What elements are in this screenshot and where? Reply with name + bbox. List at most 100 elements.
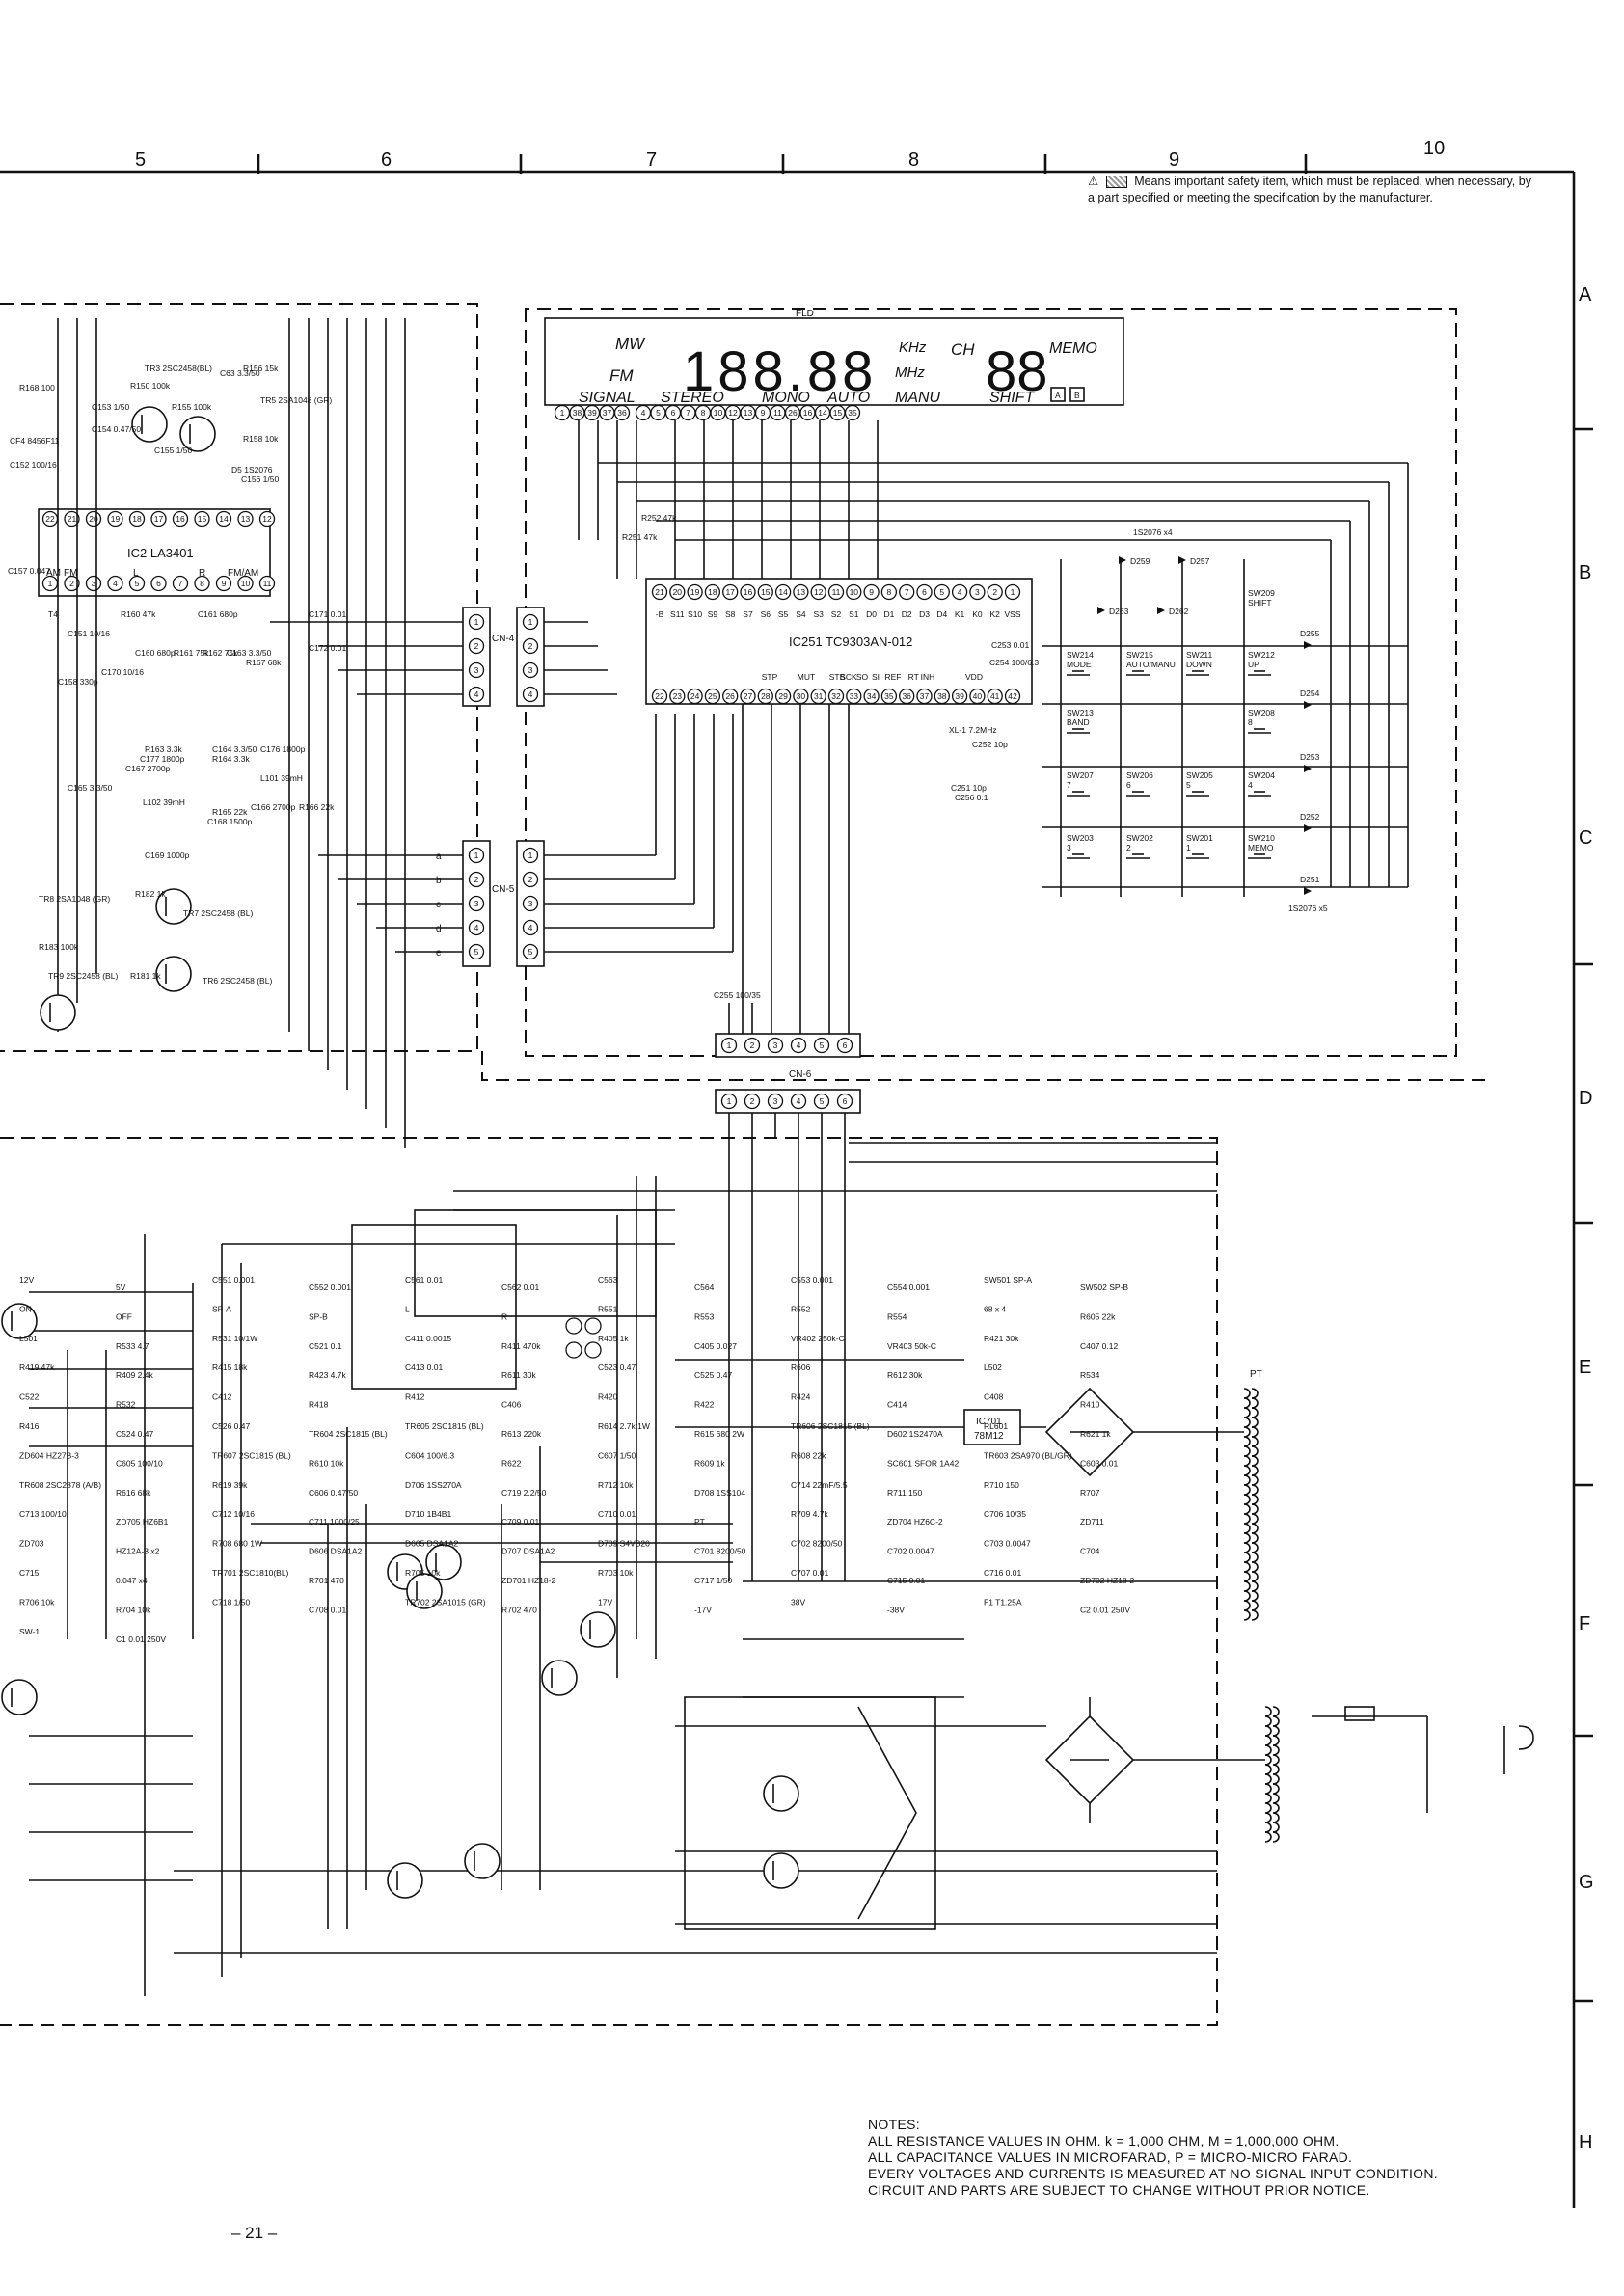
switch-name: 1	[1186, 843, 1191, 852]
pin-number: 4	[528, 689, 533, 699]
part-label: R168 100	[19, 383, 55, 392]
cn5-side-letter: a	[436, 851, 442, 862]
part-label: R165 22k	[212, 807, 248, 817]
pin-circle	[215, 575, 232, 592]
pin-circle	[522, 895, 539, 912]
coil-turn	[1272, 1754, 1280, 1766]
pin-circle	[172, 575, 189, 592]
row-label-b: B	[1579, 562, 1591, 583]
row-label-f: F	[1579, 1613, 1590, 1634]
part-label: C155 1/50	[154, 446, 192, 455]
part-label: C553 0.001	[791, 1275, 833, 1284]
part-label: R424	[791, 1392, 811, 1402]
part-label: R419 47k	[19, 1363, 55, 1372]
part-label: 68 x 4	[984, 1304, 1006, 1313]
part-label: C563	[598, 1275, 618, 1284]
part-label: SW501 SP-A	[984, 1275, 1032, 1284]
part-label: VR402 250k-C	[791, 1334, 845, 1343]
pin-circle	[522, 847, 539, 864]
pin-circle	[934, 583, 950, 601]
part-label: R611 30k	[501, 1370, 537, 1380]
cn5-side-letter: c	[436, 900, 441, 910]
ic2-r-label: R	[199, 568, 205, 579]
ic251-pin-label: K0	[972, 609, 983, 619]
part-label: D706 1SS270A	[405, 1480, 462, 1490]
diode-label: D253	[1300, 752, 1320, 762]
part-label: C412	[212, 1392, 232, 1402]
coil-turn	[1243, 1474, 1251, 1486]
coil-turn	[1251, 1436, 1259, 1447]
part-label: R150 100k	[130, 381, 171, 391]
ic251-tc9303an: IC251 TC9303AN-012 21-B20S1119S1018S917S…	[645, 578, 1033, 705]
ic2-am-label: AM	[46, 568, 61, 579]
diode-label: D257	[1190, 556, 1210, 566]
part-label: SW502 SP-B	[1080, 1283, 1128, 1292]
part-label: C702 8200/50	[791, 1539, 843, 1549]
pin-number: 10	[714, 408, 723, 418]
part-label: C706 10/35	[984, 1509, 1026, 1519]
part-label: R409 2.4k	[116, 1370, 153, 1380]
coil-turn	[1243, 1455, 1251, 1467]
pin-circle	[813, 1037, 830, 1054]
part-label: R709 4.7k	[791, 1509, 828, 1519]
pin-number: 22	[655, 691, 664, 701]
fld-shift: SHIFT	[989, 390, 1035, 406]
switch-ref: SW203	[1067, 833, 1094, 843]
coil-turn	[1251, 1552, 1259, 1563]
pin-circle	[669, 583, 686, 601]
part-label: D5 1S2076	[231, 465, 273, 474]
switch-name: 2	[1126, 843, 1131, 852]
coil-turn	[1251, 1609, 1259, 1621]
pin-circle	[64, 510, 80, 527]
pin-number: 8	[701, 408, 706, 418]
pin-circle	[880, 583, 898, 601]
part-label: C251 10p	[951, 783, 987, 793]
ic251-pin-label: S2	[831, 609, 842, 619]
part-label: ZD703	[19, 1539, 44, 1549]
part-label: C169 1000p	[145, 851, 190, 860]
coil-turn	[1243, 1426, 1251, 1438]
pin-number: 3	[975, 587, 980, 597]
pin-number: 6	[922, 587, 927, 597]
switch-name: SHIFT	[1248, 598, 1272, 608]
part-label: C606 0.47/50	[309, 1488, 358, 1498]
pin-number: 16	[176, 514, 185, 524]
part-label: D605 DSA1A2	[405, 1539, 459, 1549]
part-label: C172 0.01	[309, 643, 346, 653]
note-line: ALL CAPACITANCE VALUES IN MICROFARAD, P …	[868, 2149, 1353, 2165]
fld-mono: MONO	[762, 390, 810, 406]
pin-number: 35	[848, 408, 857, 418]
part-label: R182 1k	[135, 889, 166, 899]
ic251-pin-label: S4	[796, 609, 806, 619]
ic251-pin-label: S5	[778, 609, 789, 619]
pin-circle	[522, 919, 539, 936]
part-label: R707	[1080, 1488, 1100, 1498]
pin-number: 38	[937, 691, 947, 701]
fld-mhz: MHz	[895, 365, 925, 381]
pin-circle	[468, 637, 485, 655]
part-label: RL601	[984, 1421, 1008, 1431]
coil-turn	[1243, 1494, 1251, 1505]
pin-number: 5	[474, 947, 479, 957]
pin-number: 4	[113, 579, 118, 588]
part-label: D710 1B4B1	[405, 1509, 451, 1519]
pin-circle	[951, 583, 968, 601]
part-label: C521 0.1	[309, 1341, 342, 1351]
part-label: C526 0.47	[212, 1421, 250, 1431]
pin-number: 3	[92, 579, 96, 588]
wiring	[1, 318, 1534, 1996]
ic251-pin-label: STP	[762, 672, 778, 682]
pin-number: 14	[778, 587, 788, 597]
ic251-pin-label: S9	[708, 609, 718, 619]
part-label: C407 0.12	[1080, 1341, 1118, 1351]
pin-circle	[194, 510, 210, 527]
pin-number: 1	[727, 1040, 732, 1050]
ic251-pin-label: S10	[688, 609, 702, 619]
part-label: R610 10k	[309, 1458, 344, 1468]
speaker-terminal	[565, 1317, 582, 1335]
pin-number: 7	[178, 579, 183, 588]
coil-turn	[1251, 1494, 1259, 1505]
pin-circle	[651, 688, 668, 705]
pin-number: 4	[797, 1040, 801, 1050]
